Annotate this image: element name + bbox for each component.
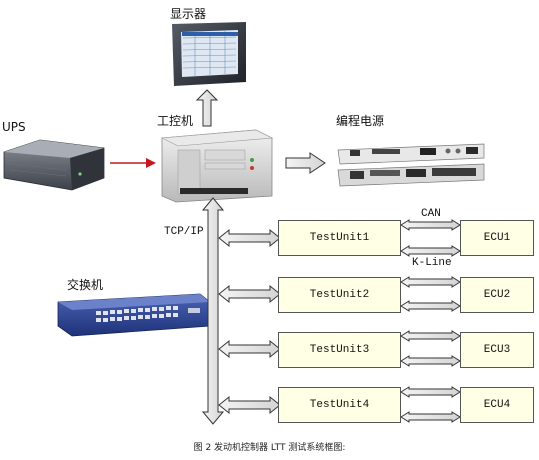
bus-link-3 (218, 339, 281, 359)
ipc-image (160, 129, 274, 203)
switch-ports (96, 306, 178, 322)
right-arrow (285, 152, 326, 174)
up-arrow (195, 89, 219, 127)
ups-label: UPS (2, 120, 26, 134)
ipc-label: 工控机 (157, 114, 194, 128)
ecu-links (400, 219, 461, 423)
figure-caption: 图 2 发动机控制器 LTT 测试系统框图: (193, 443, 346, 453)
testunit-label: TestUnit4 (309, 399, 370, 411)
testunit-box-4: TestUnit4 (278, 387, 401, 423)
power-supply-image (337, 143, 485, 187)
kline-label: K-Line (412, 257, 452, 269)
switch-label: 交换机 (67, 278, 104, 292)
testunit-label: TestUnit2 (309, 289, 370, 301)
monitor-image (172, 22, 246, 86)
testunit-box-3: TestUnit3 (278, 332, 401, 368)
ecu-box-1: ECU1 (460, 220, 534, 256)
ecu-label: ECU2 (483, 289, 511, 301)
ecu-box-3: ECU3 (460, 332, 534, 368)
power-supply-label: 编程电源 (336, 114, 385, 128)
ecu-label: ECU3 (483, 344, 511, 356)
ups-image (3, 139, 105, 191)
can-label: CAN (421, 208, 441, 220)
bus-link-4 (218, 395, 281, 415)
power-arrow (146, 158, 156, 168)
testunit-box-1: TestUnit1 (278, 220, 401, 256)
ecu-box-4: ECU4 (460, 387, 534, 423)
bus-link-1 (218, 228, 281, 248)
testunit-label: TestUnit3 (309, 344, 370, 356)
monitor-label: 显示器 (170, 7, 207, 21)
bus-link-2 (218, 284, 281, 304)
ecu-label: ECU1 (483, 232, 511, 244)
testunit-box-2: TestUnit2 (278, 277, 401, 313)
ecu-box-2: ECU2 (460, 277, 534, 313)
ecu-label: ECU4 (483, 399, 511, 411)
testunit-label: TestUnit1 (309, 232, 370, 244)
switch-image (57, 293, 211, 337)
tcpip-label: TCP/IP (164, 226, 204, 238)
tcpip-bus (201, 197, 225, 425)
